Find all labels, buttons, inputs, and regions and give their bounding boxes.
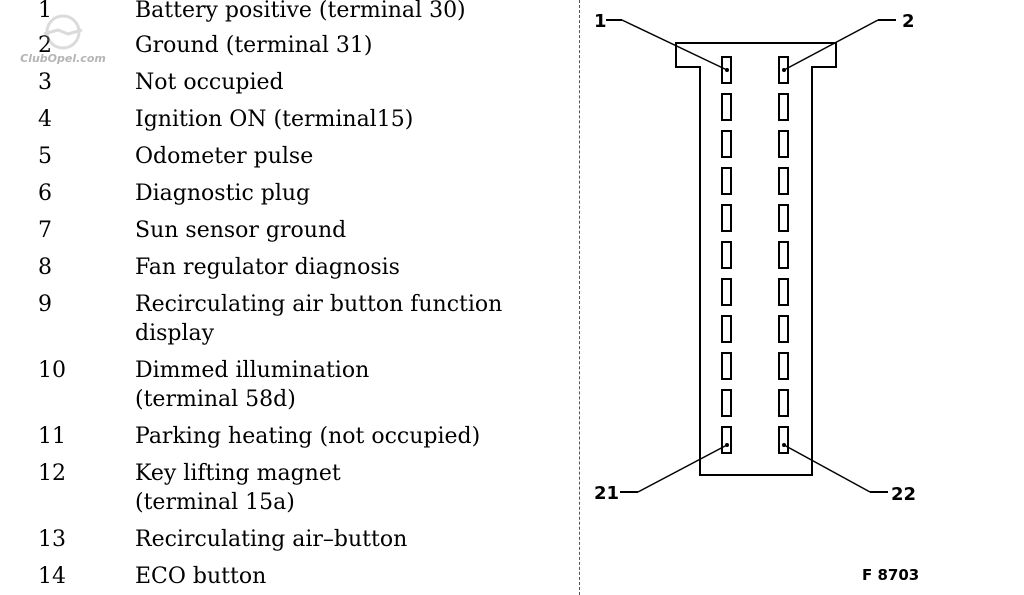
callout-label-2: 2 — [902, 11, 915, 32]
pin-slot — [721, 278, 732, 306]
pin-number: 8 — [38, 255, 52, 280]
pin-description: Diagnostic plug — [135, 181, 311, 206]
pin-description: Key lifting magnet (terminal 15a) — [135, 461, 341, 515]
pin-slot — [721, 352, 732, 380]
pin-description: Odometer pulse — [135, 144, 314, 169]
callout-dot-21 — [725, 443, 729, 447]
pin-slot — [778, 389, 789, 417]
pin-slot — [721, 93, 732, 121]
pin-description: Dimmed illumination (terminal 58d) — [135, 358, 370, 412]
pin-description: Not occupied — [135, 70, 284, 95]
callout-label-21: 21 — [594, 483, 619, 504]
pin-slot — [721, 241, 732, 269]
callout-label-22: 22 — [891, 484, 916, 505]
pin-slot — [778, 93, 789, 121]
pin-slot — [721, 130, 732, 158]
pin-slot — [778, 167, 789, 195]
pin-slot — [778, 56, 789, 84]
pin-number: 1 — [38, 0, 52, 23]
pin-slot — [778, 278, 789, 306]
pin-slot — [778, 241, 789, 269]
pin-slot — [778, 315, 789, 343]
pin-slot — [721, 315, 732, 343]
pin-number: 11 — [38, 424, 66, 449]
pin-slot — [721, 389, 732, 417]
callout-leader-21 — [637, 444, 728, 493]
pin-number: 13 — [38, 527, 66, 552]
pin-number: 4 — [38, 107, 52, 132]
pin-slots — [721, 56, 789, 454]
pin-description: Recirculating air–button — [135, 527, 408, 552]
opel-logo-icon — [43, 14, 83, 50]
callout-leader-22 — [783, 444, 871, 493]
pin-slot — [778, 130, 789, 158]
connector-diagram: 1 2 21 22 F 8703 — [594, 11, 919, 584]
watermark: ClubOpel.com — [20, 14, 106, 65]
pin-slot — [721, 167, 732, 195]
callout-label-1: 1 — [594, 11, 607, 32]
callout-dot-22 — [782, 443, 786, 447]
pin-assignment-table: 1 Battery positive (terminal 30) 2 Groun… — [38, 0, 503, 589]
callout-leader-1 — [621, 19, 728, 71]
pin-number: 7 — [38, 218, 52, 243]
pin-slot — [721, 204, 732, 232]
pin-slot — [778, 352, 789, 380]
pin-number: 10 — [38, 358, 66, 383]
callout-dot-1 — [725, 68, 729, 72]
callout-dot-2 — [782, 68, 786, 72]
pin-slot — [778, 204, 789, 232]
pin-number: 9 — [38, 292, 52, 317]
pin-description: Parking heating (not occupied) — [135, 424, 481, 449]
pin-slot — [778, 426, 789, 454]
pin-slot — [721, 56, 732, 84]
pin-description: Ground (terminal 31) — [135, 33, 373, 58]
figure-reference: F 8703 — [862, 566, 919, 584]
pin-number: 3 — [38, 70, 52, 95]
pin-number: 12 — [38, 461, 66, 486]
pin-description: ECO button — [135, 564, 267, 589]
pin-number: 6 — [38, 181, 52, 206]
pin-number: 14 — [38, 564, 66, 589]
pin-description: Ignition ON (terminal15) — [135, 107, 414, 132]
watermark-text: ClubOpel.com — [20, 52, 106, 65]
pin-number: 2 — [38, 33, 52, 58]
pin-description: Sun sensor ground — [135, 218, 347, 243]
connector-housing — [675, 42, 837, 476]
callout-leader-2 — [783, 19, 879, 71]
pin-slot — [721, 426, 732, 454]
column-divider — [579, 0, 580, 595]
pin-description: Fan regulator diagnosis — [135, 255, 400, 280]
pin-number: 5 — [38, 144, 52, 169]
pin-description: Recirculating air button function displa… — [135, 292, 503, 346]
pin-description: Battery positive (terminal 30) — [135, 0, 466, 23]
